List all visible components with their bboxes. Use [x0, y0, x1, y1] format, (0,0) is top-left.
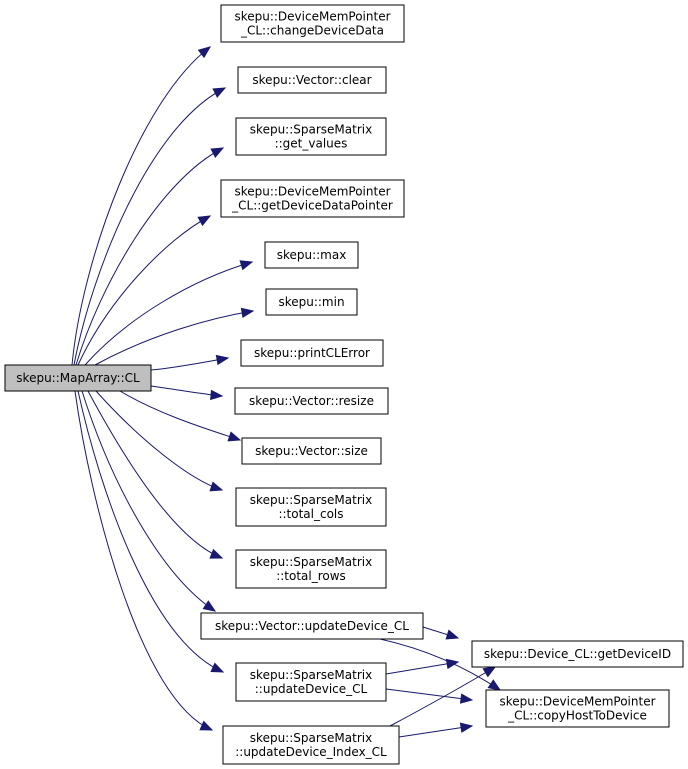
node-max[interactable]: skepu::max — [264, 241, 359, 269]
node-label-line: skepu::Vector::resize — [249, 394, 374, 408]
edge-vector-update-device-to-copy-host-to-device-arrowhead — [487, 679, 502, 691]
node-box — [235, 487, 387, 527]
edge-root-to-vector-size — [119, 390, 241, 441]
node-label-line: skepu::Vector::updateDevice_CL — [215, 619, 409, 633]
node-label-line: skepu::SparseMatrix — [250, 668, 372, 682]
node-box — [264, 241, 359, 269]
edge-root-to-get-device-data-pointer-arrowhead — [197, 215, 212, 227]
node-box — [220, 4, 405, 43]
edge-root-to-sparse-update-device-index — [74, 390, 213, 731]
node-sparse-total-cols[interactable]: skepu::SparseMatrix::total_cols — [235, 487, 387, 527]
edge-root-to-sparse-get-values — [75, 147, 224, 366]
edge-root-to-vector-clear — [73, 87, 226, 366]
node-box — [235, 549, 387, 589]
node-label-line: skepu::max — [277, 248, 347, 262]
nodes: skepu::MapArray::CLskepu::DeviceMemPoint… — [4, 4, 684, 765]
node-box — [485, 689, 670, 728]
edge-root-to-max — [84, 261, 253, 366]
node-label-line: skepu::Device_CL::getDeviceID — [484, 647, 671, 661]
edge-sparse-update-device-index-to-get-device-id — [389, 666, 496, 727]
node-label-line: ::total_cols — [278, 507, 343, 521]
node-sparse-get-values[interactable]: skepu::SparseMatrix::get_values — [235, 117, 387, 156]
node-label-line: skepu::DeviceMemPointer — [499, 695, 655, 709]
node-vector-size[interactable]: skepu::Vector::size — [241, 437, 382, 465]
edge-root-to-vector-update-device-arrowhead — [202, 600, 217, 612]
node-label-line: ::updateDevice_CL — [255, 682, 368, 696]
node-get-device-id[interactable]: skepu::Device_CL::getDeviceID — [471, 640, 684, 668]
edge-root-to-sparse-update-device-arrowhead — [210, 662, 225, 673]
node-box — [4, 364, 152, 392]
node-label-line: ::get_values — [275, 137, 348, 151]
node-label-line: skepu::DeviceMemPointer — [234, 10, 390, 24]
node-label-line: skepu::MapArray::CL — [16, 371, 140, 385]
node-box — [240, 339, 384, 367]
edge-root-to-max-arrowhead — [239, 260, 254, 271]
node-label-line: skepu::SparseMatrix — [250, 123, 372, 137]
node-box — [237, 66, 387, 94]
node-print-cl-error[interactable]: skepu::printCLError — [240, 339, 384, 367]
node-label-line: _CL::copyHostToDevice — [507, 709, 647, 723]
edge-sparse-update-device-to-copy-host-to-device-arrowhead — [459, 693, 474, 704]
node-copy-host-to-device[interactable]: skepu::DeviceMemPointer_CL::copyHostToDe… — [485, 689, 670, 728]
edge-root-to-min — [94, 310, 254, 366]
edge-root-to-sparse-total-cols-arrowhead — [209, 481, 224, 492]
node-label-line: ::total_rows — [276, 569, 346, 583]
node-label-line: skepu::SparseMatrix — [250, 493, 372, 507]
node-vector-resize[interactable]: skepu::Vector::resize — [234, 387, 389, 415]
node-box — [265, 288, 358, 316]
node-box — [471, 640, 684, 668]
node-box — [241, 437, 382, 465]
edge-root-to-sparse-total-rows — [87, 390, 223, 559]
edge-root-to-sparse-update-device — [77, 390, 224, 673]
node-get-device-data-pointer[interactable]: skepu::DeviceMemPointer_CL::getDeviceDat… — [220, 179, 405, 218]
node-label-line: _CL::changeDeviceData — [240, 24, 384, 38]
node-sparse-update-device-index[interactable]: skepu::SparseMatrix::updateDevice_Index_… — [222, 725, 400, 765]
node-box — [235, 117, 387, 156]
node-box — [200, 612, 424, 640]
node-label-line: skepu::SparseMatrix — [250, 555, 372, 569]
edge-root-to-vector-size-arrowhead — [227, 431, 242, 442]
edge-vector-update-device-to-get-device-id-arrowhead — [445, 629, 460, 640]
edge-root-to-vector-resize-arrowhead — [210, 389, 224, 401]
node-box — [235, 662, 387, 702]
node-vector-update-device[interactable]: skepu::Vector::updateDevice_CL — [200, 612, 424, 640]
node-min[interactable]: skepu::min — [265, 288, 358, 316]
edge-root-to-vector-update-device — [81, 390, 216, 612]
edge-sparse-update-device-index-to-copy-host-to-device — [398, 725, 473, 738]
edge-sparse-update-device-index-to-get-device-id-arrowhead — [482, 666, 497, 678]
edge-root-to-vector-clear-arrowhead — [212, 87, 227, 98]
edge-root-to-print-cl-error-arrowhead — [215, 354, 230, 366]
edge-root-to-change-device-data — [71, 46, 211, 366]
node-label-line: skepu::Vector::clear — [252, 73, 371, 87]
edge-root-to-sparse-total-cols — [95, 390, 223, 491]
edges — [71, 46, 502, 738]
node-label-line: skepu::DeviceMemPointer — [234, 185, 390, 199]
node-label-line: skepu::min — [278, 295, 344, 309]
node-sparse-total-rows[interactable]: skepu::SparseMatrix::total_rows — [235, 549, 387, 589]
node-box — [220, 179, 405, 218]
node-vector-clear[interactable]: skepu::Vector::clear — [237, 66, 387, 94]
edge-root-to-min-arrowhead — [240, 307, 255, 319]
edge-root-to-sparse-total-rows-arrowhead — [209, 548, 224, 559]
node-label-line: _CL::getDeviceDataPointer — [231, 199, 393, 213]
edge-root-to-change-device-data-arrowhead — [197, 46, 212, 59]
edge-root-to-get-device-data-pointer — [77, 215, 211, 366]
edge-root-to-print-cl-error — [150, 357, 229, 371]
node-sparse-update-device[interactable]: skepu::SparseMatrix::updateDevice_CL — [235, 662, 387, 702]
node-label-line: skepu::SparseMatrix — [250, 731, 372, 745]
edge-root-to-sparse-get-values-arrowhead — [210, 147, 225, 158]
edge-root-to-sparse-update-device-index-arrowhead — [199, 720, 214, 731]
edge-sparse-update-device-to-copy-host-to-device — [385, 688, 473, 701]
node-label-line: skepu::Vector::size — [255, 444, 368, 458]
node-box — [222, 725, 400, 765]
edge-sparse-update-device-index-to-copy-host-to-device-arrowhead — [459, 722, 474, 733]
node-label-line: skepu::printCLError — [254, 346, 370, 360]
node-box — [234, 387, 389, 415]
node-label-line: ::updateDevice_Index_CL — [235, 745, 387, 759]
node-change-device-data[interactable]: skepu::DeviceMemPointer_CL::changeDevice… — [220, 4, 405, 43]
edge-sparse-update-device-to-get-device-id — [385, 661, 459, 675]
node-root[interactable]: skepu::MapArray::CL — [4, 364, 152, 392]
edge-sparse-update-device-to-get-device-id-arrowhead — [445, 658, 460, 670]
